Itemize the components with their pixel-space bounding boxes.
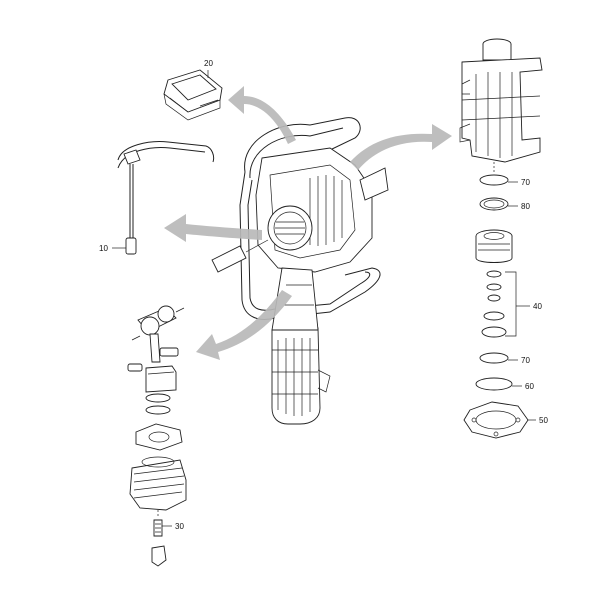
part-70-oring-upper: 70 [479,174,530,187]
arrow-to-piston-parts [196,290,292,360]
callout-50: 50 [539,416,548,425]
part-50-gasket: 50 [463,401,548,439]
arrow-to-cylinder-tube [350,124,452,170]
explode-arrows [164,86,452,360]
callout-70-upper: 70 [521,178,530,187]
cylinder-tube-assembly [459,38,543,172]
callout-80: 80 [521,202,530,211]
main-machine-assembly [211,117,389,425]
callout-20: 20 [204,59,213,68]
part-60-ring: 60 [475,377,534,391]
piston-crank-assembly: 30 [127,305,187,567]
part-40-group: 40 [475,229,542,338]
callout-10: 10 [99,244,108,253]
callout-60: 60 [525,382,534,391]
part-20-air-filter: 20 [163,59,223,121]
callout-40: 40 [533,302,542,311]
callout-70-lower: 70 [521,356,530,365]
part-70-oring-lower: 70 [479,352,530,365]
arrow-to-fuel-line [164,214,262,242]
part-10-fuel-line: 10 [99,141,215,255]
part-80-seal-ring: 80 [479,197,530,211]
arrow-to-air-filter [228,86,296,144]
callout-30: 30 [175,522,184,531]
